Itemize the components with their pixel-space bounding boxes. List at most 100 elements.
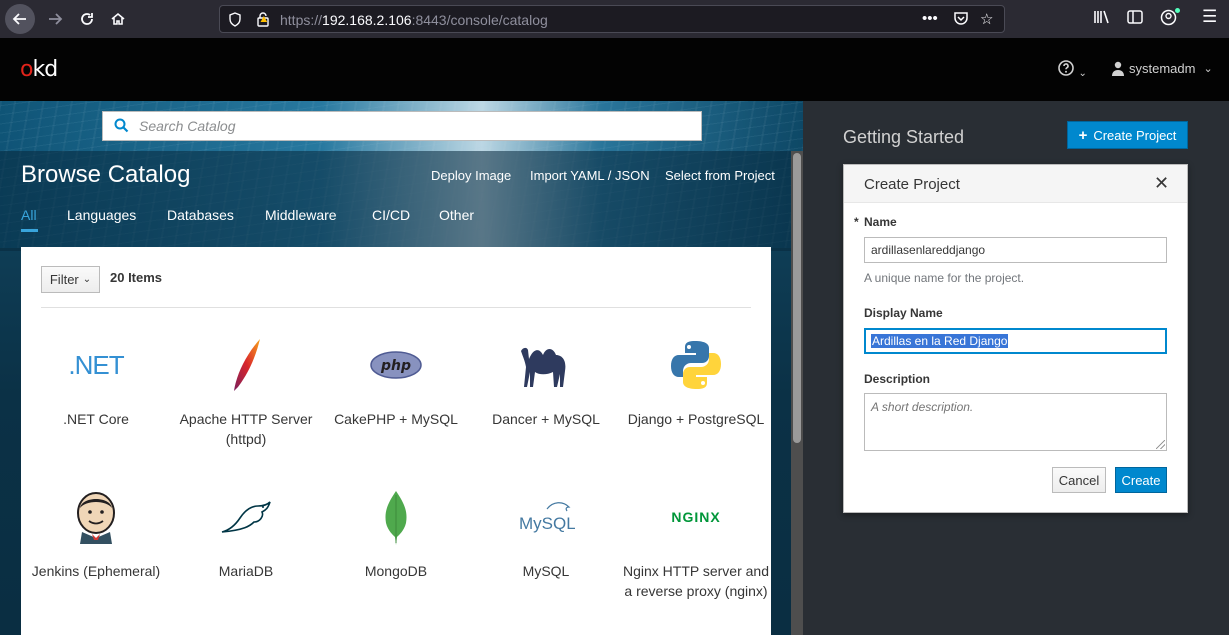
catalog-tile-cakephp[interactable]: php CakePHP + MySQL	[321, 333, 471, 429]
catalog-tile-dotnet[interactable]: .NET .NET Core	[21, 333, 171, 429]
sidebar-icon[interactable]	[1127, 9, 1143, 29]
home-button[interactable]	[103, 4, 133, 34]
camel-icon	[471, 333, 621, 397]
php-icon: php	[321, 333, 471, 397]
tile-label: CakePHP + MySQL	[334, 411, 458, 427]
deploy-image-link[interactable]: Deploy Image	[431, 168, 512, 183]
catalog-tile-mariadb[interactable]: MariaDB	[171, 485, 321, 581]
user-menu[interactable]: systemadm ⌄	[1111, 61, 1213, 76]
tab-all[interactable]: All	[21, 207, 37, 223]
catalog-area: Browse Catalog Deploy Image Import YAML …	[0, 101, 803, 635]
apache-feather-icon	[171, 333, 321, 397]
library-icon[interactable]	[1093, 9, 1111, 29]
tab-cicd[interactable]: CI/CD	[372, 207, 411, 223]
items-count: 20 Items	[110, 270, 163, 285]
description-field[interactable]	[864, 393, 1167, 451]
insecure-lock-icon[interactable]	[256, 12, 270, 30]
python-icon	[621, 333, 771, 397]
search-input[interactable]	[139, 112, 699, 140]
search-icon	[114, 118, 129, 137]
name-help-text: A unique name for the project.	[864, 271, 1025, 285]
catalog-tile-apache[interactable]: Apache HTTP Server (httpd)	[171, 333, 321, 449]
catalog-tile-django[interactable]: Django + PostgreSQL	[621, 333, 771, 429]
arrow-right-icon	[49, 13, 63, 25]
divider	[41, 307, 751, 308]
okd-logo[interactable]: okd	[20, 57, 58, 82]
dialog-header: Create Project ✕	[844, 165, 1187, 203]
mysql-icon: MySQL	[471, 485, 621, 549]
reload-icon	[81, 13, 93, 25]
catalog-tile-dancer[interactable]: Dancer + MySQL	[471, 333, 621, 429]
shield-icon[interactable]	[228, 12, 242, 30]
create-project-dialog: Create Project ✕ * Name A unique name fo…	[843, 164, 1188, 513]
back-button[interactable]	[5, 4, 35, 34]
create-project-label: Create Project	[1093, 127, 1177, 143]
name-field[interactable]	[864, 237, 1167, 263]
account-icon[interactable]	[1160, 9, 1177, 30]
mongodb-leaf-icon	[321, 485, 471, 549]
tab-languages[interactable]: Languages	[67, 207, 137, 223]
required-mark: *	[854, 215, 859, 229]
arrow-left-icon	[12, 13, 26, 25]
nginx-icon: NGINX	[671, 509, 721, 525]
forward-button[interactable]	[40, 4, 70, 34]
hero-shade	[0, 151, 803, 251]
display-name-field[interactable]: Ardillas en la Red Django	[864, 328, 1167, 354]
catalog-tile-mongodb[interactable]: MongoDB	[321, 485, 471, 581]
name-label: Name	[864, 215, 897, 229]
getting-started-title: Getting Started	[843, 127, 965, 147]
filter-label: Filter	[49, 272, 79, 287]
chevron-down-icon: ⌄	[1203, 63, 1213, 75]
tile-label: Dancer + MySQL	[492, 411, 600, 427]
help-menu[interactable]: ⌄	[1058, 60, 1087, 81]
import-yaml-link[interactable]: Import YAML / JSON	[530, 168, 650, 183]
tile-label: MariaDB	[218, 563, 274, 579]
okd-masthead: okd ⌄ systemadm ⌄	[0, 38, 1229, 101]
catalog-tile-nginx[interactable]: NGINX Nginx HTTP server and a reverse pr…	[621, 485, 771, 601]
jenkins-icon	[21, 485, 171, 549]
more-actions-icon[interactable]: •••	[922, 10, 938, 27]
mariadb-seal-icon	[171, 485, 321, 549]
catalog-scrollbar-thumb[interactable]	[793, 153, 801, 443]
display-name-label: Display Name	[864, 306, 943, 320]
plus-icon: +	[1078, 126, 1088, 144]
pocket-icon[interactable]	[953, 10, 969, 30]
filter-button[interactable]: Filter ⌄	[41, 266, 100, 293]
tab-middleware[interactable]: Middleware	[265, 207, 337, 223]
select-from-project-link[interactable]: Select from Project	[665, 168, 775, 183]
catalog-tile-mysql[interactable]: MySQL MySQL	[471, 485, 621, 581]
tile-label: Nginx HTTP server and a reverse proxy (n…	[622, 563, 769, 599]
tab-other[interactable]: Other	[439, 207, 475, 223]
page-title: Browse Catalog	[21, 161, 191, 188]
resize-handle-icon[interactable]	[1156, 440, 1165, 449]
user-icon	[1112, 61, 1124, 76]
svg-text:MySQL: MySQL	[519, 514, 575, 533]
bookmark-star-icon[interactable]: ☆	[980, 11, 994, 28]
create-button[interactable]: Create	[1115, 467, 1167, 493]
catalog-items-panel: Filter ⌄ 20 Items .NET .NET Core Apache …	[21, 247, 771, 635]
create-project-button[interactable]: + Create Project	[1067, 121, 1188, 149]
username: systemadm	[1129, 61, 1196, 76]
home-icon	[111, 12, 125, 25]
tile-label: Jenkins (Ephemeral)	[31, 563, 161, 579]
menu-icon[interactable]: ☰	[1202, 7, 1218, 26]
url-text[interactable]: https://192.168.2.106:8443/console/catal…	[280, 12, 548, 28]
dotnet-icon: .NET	[68, 349, 124, 380]
catalog-tile-jenkins[interactable]: Jenkins (Ephemeral)	[21, 485, 171, 581]
tile-label: MySQL	[522, 563, 570, 579]
tile-label: MongoDB	[364, 563, 428, 579]
notification-dot	[1175, 8, 1180, 13]
svg-text:php: php	[380, 358, 411, 374]
active-tab-indicator	[21, 229, 38, 232]
help-icon	[1058, 60, 1074, 76]
chevron-down-icon: ⌄	[1078, 68, 1087, 79]
tile-label: .NET Core	[63, 411, 129, 427]
tile-label: Django + PostgreSQL	[627, 411, 765, 427]
tab-databases[interactable]: Databases	[167, 207, 234, 223]
cancel-button[interactable]: Cancel	[1052, 467, 1106, 493]
url-bar[interactable]: https://192.168.2.106:8443/console/catal…	[219, 5, 1005, 33]
reload-button[interactable]	[72, 4, 102, 34]
catalog-search[interactable]	[102, 111, 702, 141]
description-label: Description	[864, 372, 931, 386]
close-icon[interactable]: ✕	[1154, 173, 1170, 193]
